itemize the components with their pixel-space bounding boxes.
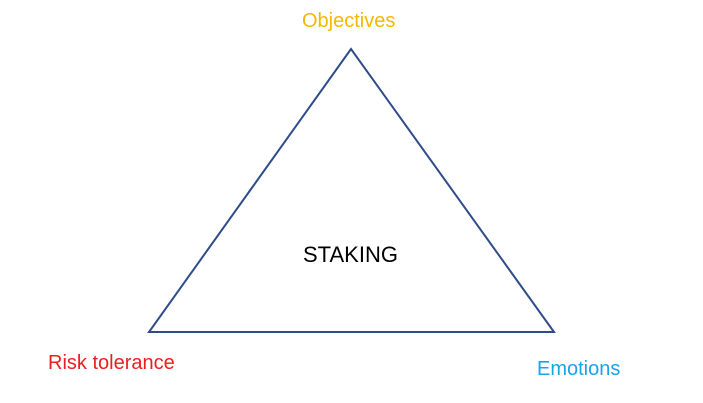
risk-tolerance-label: Risk tolerance (48, 352, 175, 374)
staking-triangle (147, 47, 556, 333)
staking-center-label: STAKING (303, 242, 398, 267)
objectives-label: Objectives (302, 10, 396, 32)
emotions-label: Emotions (537, 358, 621, 380)
